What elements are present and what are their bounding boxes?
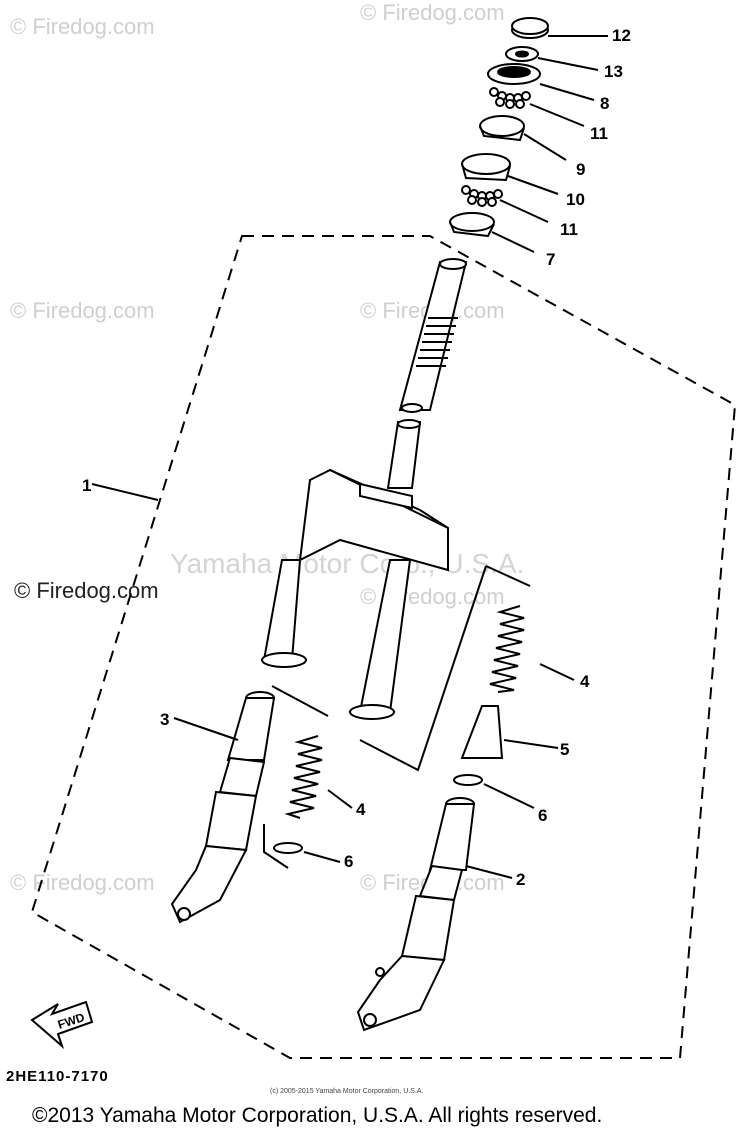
- callout-7: 7: [546, 250, 556, 269]
- fork-leg-left: [170, 691, 276, 924]
- steering-stem: [398, 261, 468, 411]
- small-copyright: (c) 2005-2015 Yamaha Motor Corporation, …: [270, 1088, 424, 1095]
- part-10-race: [461, 153, 511, 175]
- exploded-view-drawing: FWD: [30, 17, 737, 1059]
- watermark-firedog: © Firedog.com: [360, 0, 505, 25]
- callout-3: 3: [160, 710, 170, 729]
- fork-leg-right: [356, 797, 476, 1032]
- callout-6-right: 6: [538, 806, 548, 825]
- spring-right: [489, 605, 525, 693]
- callout-13: 13: [604, 62, 623, 81]
- callout-12: 12: [612, 26, 631, 45]
- watermark-firedog: © Firedog.com: [10, 14, 155, 39]
- damper-rubber: [460, 705, 504, 759]
- callout-9: 9: [576, 160, 586, 179]
- callout-11-top: 11: [590, 124, 608, 143]
- callout-2: 2: [516, 870, 526, 889]
- part-11-balls-top: [489, 87, 531, 109]
- watermark-firedog: © Firedog.com: [10, 870, 155, 895]
- fork-tube-left: [262, 559, 302, 661]
- callout-10: 10: [566, 190, 585, 209]
- copyright-footer: ©2013 Yamaha Motor Corporation, U.S.A. A…: [32, 1104, 603, 1127]
- callout-11-bottom: 11: [560, 220, 578, 239]
- spring-left: [284, 735, 323, 819]
- part-7-cone: [449, 212, 495, 232]
- part-9-race: [479, 115, 525, 137]
- watermark-yamaha: Yamaha Motor Corp., U.S.A.: [170, 548, 525, 579]
- callout-6-left: 6: [344, 852, 354, 871]
- fork-tube-right: [358, 559, 412, 713]
- callout-1: 1: [82, 476, 92, 495]
- callout-8: 8: [600, 94, 610, 113]
- assembly-boundary: [30, 235, 737, 1059]
- document-code: 2HE110-7170: [6, 1068, 109, 1085]
- washer-right: [453, 774, 483, 786]
- washer-left: [273, 842, 303, 854]
- callout-4-right: 4: [580, 672, 590, 691]
- watermark-firedog: © Firedog.com: [10, 298, 155, 323]
- fwd-arrow-icon: [30, 1000, 94, 1050]
- callout-5: 5: [560, 740, 570, 759]
- part-11-balls-bottom: [461, 185, 503, 207]
- yoke-bracket: [298, 468, 449, 572]
- callout-4-left: 4: [356, 800, 366, 819]
